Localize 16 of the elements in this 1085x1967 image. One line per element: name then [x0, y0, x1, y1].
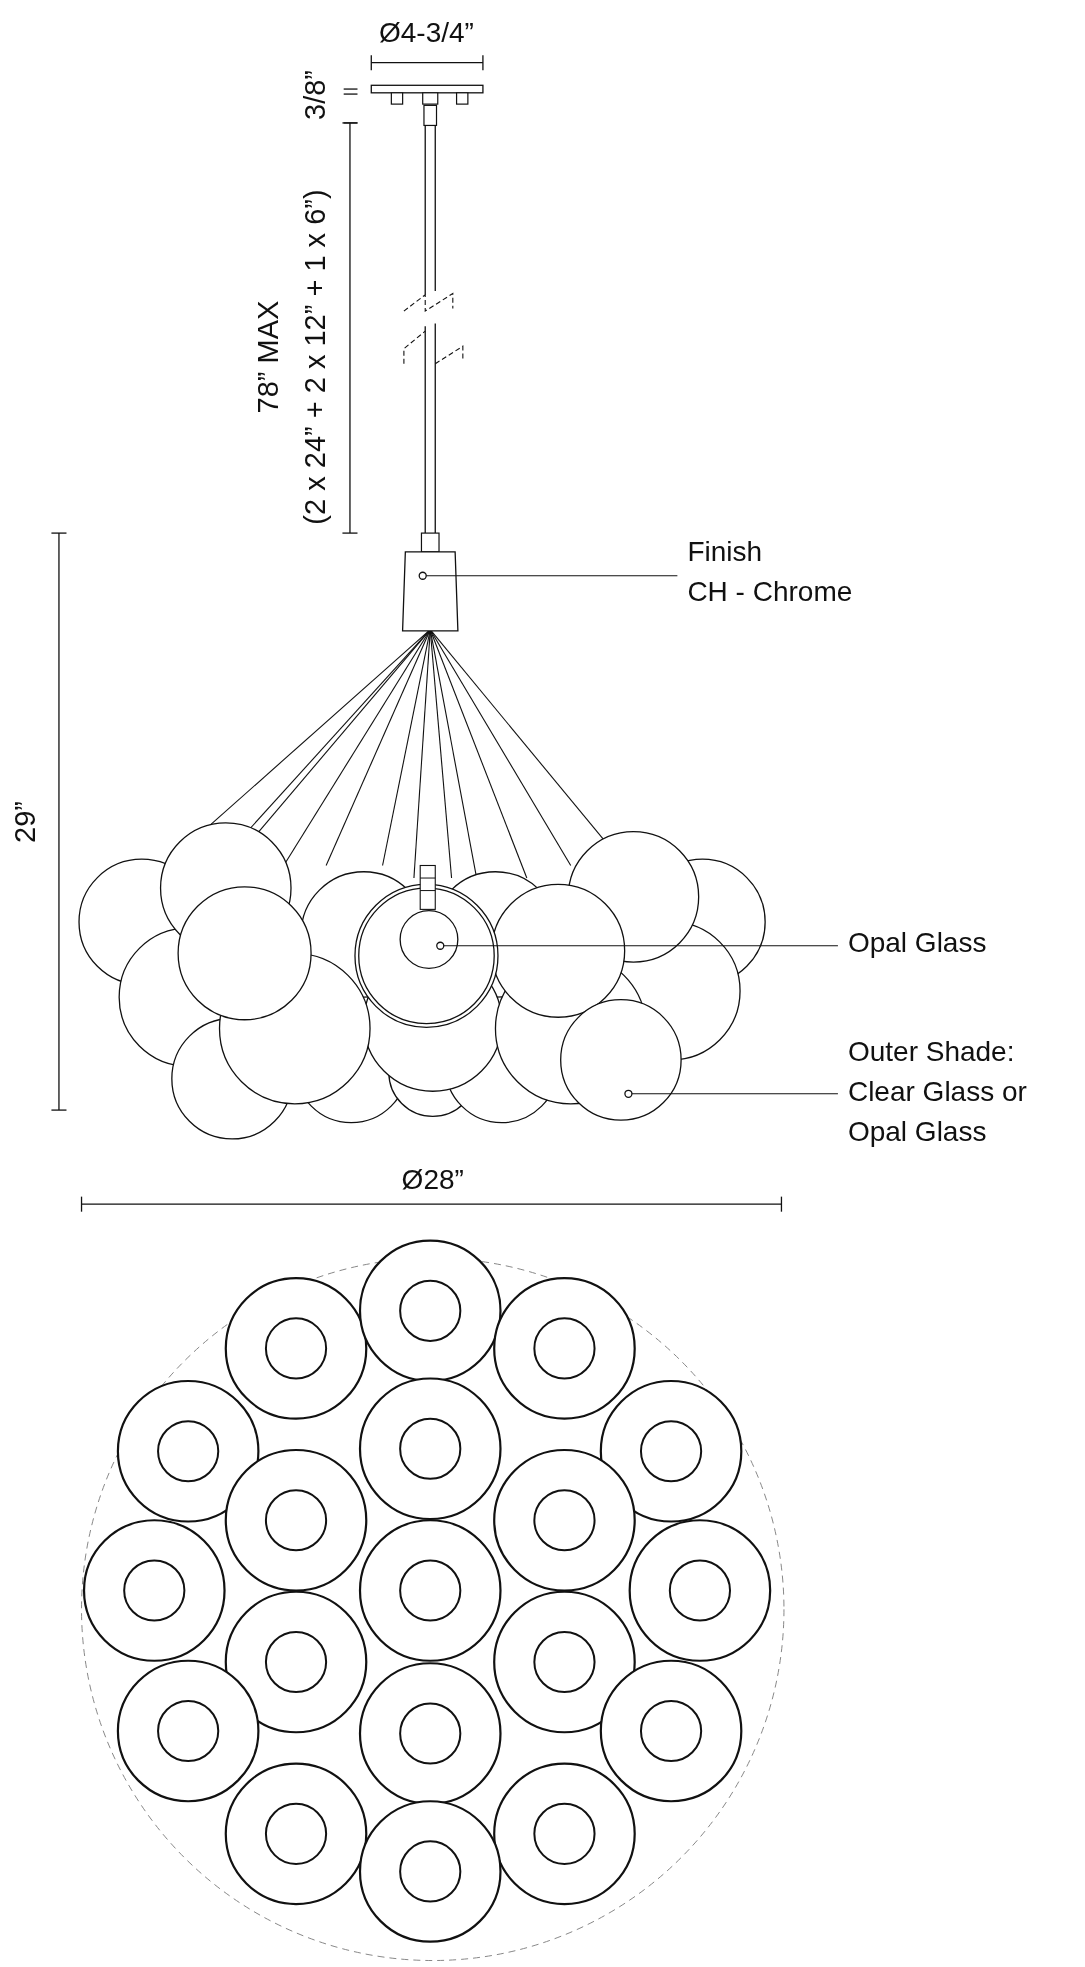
callout-text: CH - Chrome — [687, 574, 853, 609]
callout-text: Opal Glass — [847, 926, 987, 961]
dimension-label: 3/8” — [297, 70, 332, 121]
callout-text: Finish — [687, 534, 764, 569]
opal-glass-globe — [399, 910, 459, 969]
callout-text: Outer Shade: Clear Glass or Opal Glass — [847, 1035, 1028, 1150]
canopy-body — [401, 551, 459, 632]
leader-line — [436, 941, 839, 950]
dimension-label: Ø28” — [401, 1163, 464, 1198]
outer-shade-globe — [560, 999, 682, 1121]
leader-line — [624, 1089, 839, 1098]
dimension-label: 29” — [8, 800, 43, 843]
leader-line — [418, 571, 678, 580]
dimension-label: 78” MAX — [251, 301, 286, 414]
dimension-label: Ø4-3/4” — [379, 15, 474, 50]
dimension-label: (2 x 24” + 2 x 12” + 1 x 6”) — [297, 189, 332, 526]
